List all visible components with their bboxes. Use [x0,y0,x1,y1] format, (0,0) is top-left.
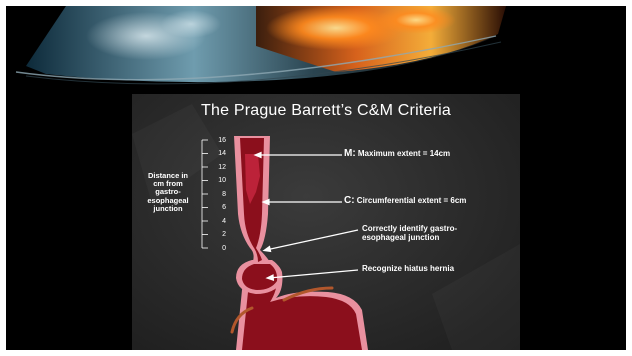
annotation-maximum-extent: M: Maximum extent = 14cm [344,149,450,158]
tick-label: 14 [214,150,226,157]
tick-label: 0 [214,245,226,252]
header-banner-image [6,6,626,98]
background-texture [432,244,520,350]
annotation-hiatus-hernia: Recognize hiatus hernia [362,264,454,273]
slide-content: The Prague Barrett’s C&M Criteria [132,94,520,350]
tick-label: 4 [214,218,226,225]
annotation-circumferential-extent: C: Circumferential extent = 6cm [344,196,466,205]
tick-label: 12 [214,164,226,171]
tick-label: 16 [214,137,226,144]
tick-label: 10 [214,177,226,184]
tick-label: 6 [214,204,226,211]
tick-label: 8 [214,191,226,198]
tick-label: 2 [214,231,226,238]
esophagus-diagram [132,94,520,350]
axis-label: Distance in cm from gastro- esophageal j… [136,172,200,213]
slide-frame: The Prague Barrett’s C&M Criteria [6,6,626,350]
annotation-gastroesophageal-junction: Correctly identify gastro- esophageal ju… [362,224,457,242]
